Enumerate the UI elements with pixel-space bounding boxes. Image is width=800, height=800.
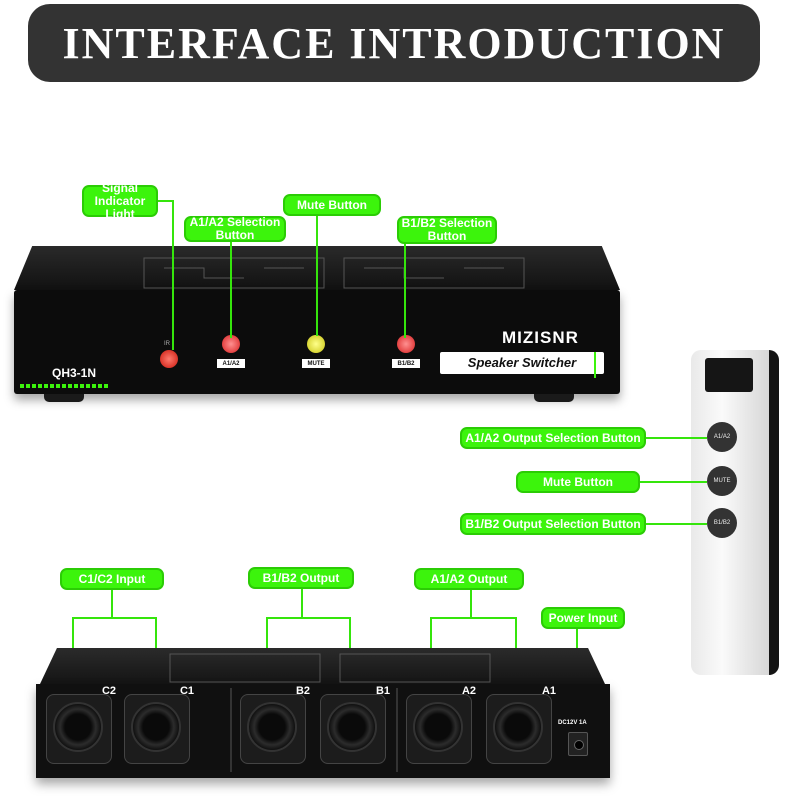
signal-indicator-callout: Signal Indicator Light — [82, 181, 158, 220]
model-underline-stripe — [20, 384, 110, 388]
port-b1[interactable]: B1 — [316, 685, 390, 766]
b1b2-leader-h — [266, 617, 350, 619]
remote-control: A1/A2 MUTE B1/B2 — [691, 350, 779, 675]
product-plate: Speaker Switcher — [440, 352, 604, 374]
port-divider-1 — [230, 688, 232, 772]
port-c1[interactable]: C1 — [120, 685, 194, 766]
port-a2[interactable]: A2 — [402, 685, 476, 766]
b1b2-output-callout-text: B1/B2 Output — [262, 570, 340, 585]
c1c2-input-callout-text: C1/C2 Input — [78, 571, 146, 586]
product-name: Speaker Switcher — [467, 355, 577, 370]
remote-a1a2-button[interactable]: A1/A2 — [707, 422, 737, 452]
page-title-banner: INTERFACE INTRODUCTION — [28, 4, 760, 82]
power-label: DC12V 1A — [558, 720, 587, 726]
a1a2-led-label: A1/A2 — [217, 359, 245, 368]
port-c1-socket — [131, 702, 181, 752]
port-a1-label: A1 — [541, 685, 556, 697]
remote-mute-button[interactable]: MUTE — [707, 466, 737, 496]
a1a2-selection-button[interactable] — [222, 335, 240, 353]
mute-button-callout-text: Mute Button — [297, 197, 367, 212]
front-foot-right — [534, 394, 574, 402]
remote-a1a2-callout-text: A1/A2 Output Selection Button — [465, 430, 641, 445]
brand-name: MIZISNR — [502, 328, 579, 347]
a1a2-output-callout-text: A1/A2 Output — [430, 571, 508, 586]
port-b2[interactable]: B2 — [236, 685, 310, 766]
c1c2-leader-v — [111, 590, 113, 618]
remote-ir-window — [705, 358, 753, 392]
port-c2-socket — [53, 702, 103, 752]
remote-b1b2-callout-text: B1/B2 Output Selection Button — [465, 516, 641, 531]
port-b1-label: B1 — [375, 685, 390, 697]
remote-b1b2-button[interactable]: B1/B2 — [707, 508, 737, 538]
b1b2-selection-leader — [404, 244, 406, 338]
model-label: QH3-1N — [52, 366, 97, 380]
remote-mute-leader — [640, 481, 707, 483]
port-c2-label: C2 — [101, 685, 116, 697]
a1a2-output-callout: A1/A2 Output — [414, 568, 524, 590]
back-top-schematic-graphic — [169, 653, 491, 683]
b1b2-selection-button[interactable] — [397, 335, 415, 353]
remote-a1a2-callout: A1/A2 Output Selection Button — [460, 427, 646, 449]
power-input-callout-text: Power Input — [548, 610, 618, 625]
remote-b1b2-leader — [646, 523, 707, 525]
port-a2-socket — [413, 702, 463, 752]
front-foot-left — [44, 394, 84, 402]
a1a2-leader-h — [430, 617, 516, 619]
remote-b1b2-callout: B1/B2 Output Selection Button — [460, 513, 646, 535]
signal-indicator-leader — [172, 200, 174, 350]
port-divider-2 — [396, 688, 398, 772]
a1a2-selection-leader — [230, 242, 232, 338]
port-b1-socket — [327, 702, 377, 752]
mute-led-label: MUTE — [302, 359, 330, 368]
page-title: INTERFACE INTRODUCTION — [62, 18, 726, 68]
a1a2-leader-v — [470, 590, 472, 618]
port-c1-label: C1 — [179, 685, 194, 697]
power-jack-hole — [574, 740, 584, 750]
signal-indicator-callout-text: Signal Indicator Light — [94, 180, 146, 221]
top-schematic-graphic — [143, 257, 525, 289]
b1b2-leader-v — [301, 589, 303, 618]
port-a2-label: A2 — [461, 685, 476, 697]
power-input-jack[interactable] — [568, 732, 588, 756]
product-accent-line — [594, 352, 596, 378]
port-a1[interactable]: A1 — [482, 685, 556, 766]
mute-button[interactable] — [307, 335, 325, 353]
a1a2-selection-callout-text: A1/A2 Selection Button — [189, 215, 281, 242]
remote-mute-callout: Mute Button — [516, 471, 640, 493]
b1b2-output-callout: B1/B2 Output — [248, 567, 354, 589]
a1a2-selection-callout: A1/A2 Selection Button — [184, 216, 286, 242]
b1b2-selection-callout: B1/B2 Selection Button — [397, 216, 497, 244]
front-device-body: QH3-1N IR A1/A2 MUTE B1/B2 MIZISNR Speak… — [14, 290, 620, 402]
remote-mute-callout-text: Mute Button — [543, 474, 613, 489]
b1b2-selection-callout-text: B1/B2 Selection Button — [401, 216, 493, 243]
power-input-callout: Power Input — [541, 607, 625, 629]
b1b2-led-label: B1/B2 — [392, 359, 420, 368]
port-a1-socket — [493, 702, 543, 752]
mute-button-leader — [316, 216, 318, 336]
port-c2[interactable]: C2 — [42, 685, 116, 766]
back-device-top-panel — [40, 648, 605, 684]
mute-button-callout: Mute Button — [283, 194, 381, 216]
port-b2-label: B2 — [295, 685, 310, 697]
signal-indicator-leader-h — [158, 200, 173, 202]
port-b2-socket — [247, 702, 297, 752]
c1c2-input-callout: C1/C2 Input — [60, 568, 164, 590]
ir-label: IR — [164, 341, 170, 347]
c1c2-leader-h — [72, 617, 156, 619]
back-device-body: C2 C1 B2 B1 A2 A1 DC12V 1A — [36, 684, 610, 778]
signal-indicator-led — [160, 350, 178, 368]
remote-a1a2-leader — [646, 437, 707, 439]
